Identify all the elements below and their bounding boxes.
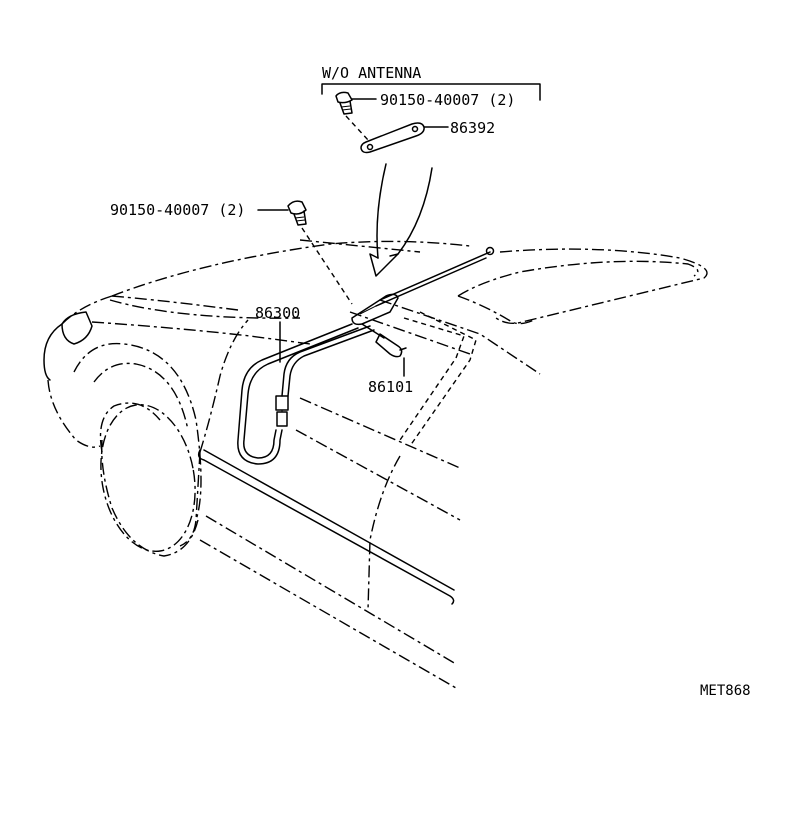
cover-plate-part-number: 86392 — [450, 119, 496, 137]
car-body-outline — [43, 239, 708, 689]
left-bolt-guide-line — [301, 227, 353, 305]
left-bolt-part-number: 90150-40007 (2) — [110, 201, 246, 219]
leader-lines — [279, 321, 405, 377]
antenna-mast-icon — [351, 246, 495, 326]
figure-code: MET868 — [700, 683, 751, 699]
cover-plate-icon — [360, 122, 449, 154]
top-bolt-icon — [335, 91, 377, 115]
antenna-cable-icon — [237, 323, 375, 465]
cord-part-number: 86101 — [368, 378, 414, 396]
front-wheel — [73, 342, 202, 557]
install-arrows — [369, 163, 433, 277]
left-bolt-icon — [257, 200, 307, 226]
antenna-assembly-part-number: 86300 — [255, 304, 301, 322]
top-bolt-guide-line — [345, 115, 369, 141]
wo-antenna-label: W/O ANTENNA — [322, 64, 422, 82]
top-bolt-part-number: 90150-40007 (2) — [380, 91, 516, 109]
wo-antenna-bracket — [321, 83, 541, 101]
cord-icon — [361, 323, 407, 358]
